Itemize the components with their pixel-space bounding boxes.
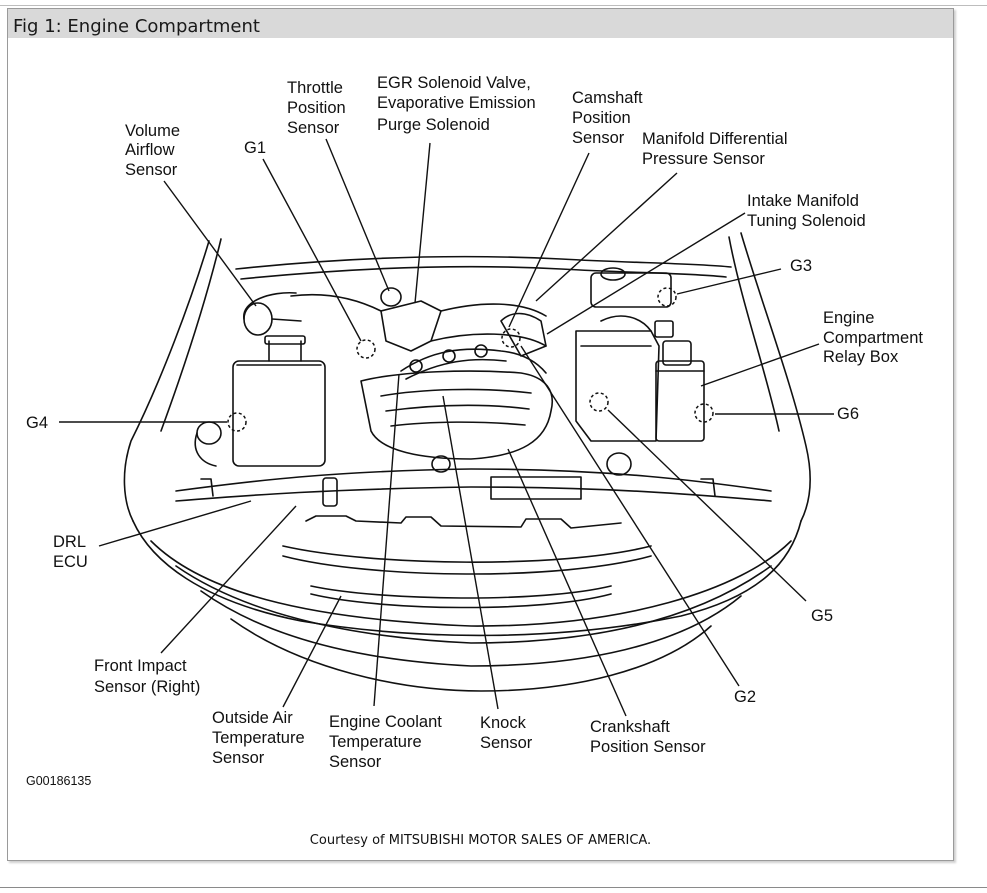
label-g1: G1 bbox=[244, 139, 266, 157]
bottom-divider bbox=[0, 887, 987, 888]
label-engine-compartment-relay-box: Engine Compartment Relay Box bbox=[823, 309, 928, 366]
label-manifold-differential-pressure-sensor: Manifold Differential Pressure Sensor bbox=[642, 130, 792, 168]
g6-location-marker bbox=[694, 403, 714, 423]
camshaft-location-marker bbox=[501, 328, 521, 348]
g3-location-marker bbox=[657, 287, 677, 307]
engine-compartment-diagram: Volume Airflow Sensor G1 Throttle Positi… bbox=[26, 74, 928, 788]
g5-location-marker bbox=[589, 392, 609, 412]
label-crankshaft-position-sensor: Crankshaft Position Sensor bbox=[590, 718, 706, 756]
figure-code: G00186135 bbox=[26, 774, 91, 788]
leader-lines bbox=[59, 138, 834, 717]
label-knock-sensor: Knock Sensor bbox=[480, 714, 533, 752]
figure-title: Fig 1: Engine Compartment bbox=[13, 16, 260, 37]
label-engine-coolant-temperature-sensor: Engine Coolant Temperature Sensor bbox=[329, 713, 446, 771]
g4-location-marker bbox=[227, 412, 247, 432]
top-divider bbox=[0, 5, 987, 6]
figure-frame: Fig 1: Engine Compartment bbox=[7, 8, 954, 861]
label-outside-air-temperature-sensor: Outside Air Temperature Sensor bbox=[212, 709, 309, 767]
label-g3: G3 bbox=[790, 257, 812, 275]
label-g5: G5 bbox=[811, 607, 833, 625]
label-g4: G4 bbox=[26, 414, 48, 432]
label-drl-ecu: DRL ECU bbox=[53, 533, 90, 571]
figure-credit: Courtesy of MITSUBISHI MOTOR SALES OF AM… bbox=[309, 833, 652, 848]
engine-drawing bbox=[123, 232, 811, 692]
label-throttle-position-sensor: Throttle Position Sensor bbox=[287, 79, 350, 137]
label-front-impact-sensor-right: Front Impact Sensor (Right) bbox=[94, 657, 200, 696]
label-g6: G6 bbox=[837, 405, 859, 423]
label-intake-manifold-tuning-solenoid: Intake Manifold Tuning Solenoid bbox=[747, 192, 866, 230]
label-camshaft-position-sensor: Camshaft Position Sensor bbox=[572, 89, 647, 147]
label-g2: G2 bbox=[734, 688, 756, 706]
g1-location-marker bbox=[356, 339, 376, 359]
label-egr-solenoid-valve: EGR Solenoid Valve, Evaporative Emission… bbox=[377, 74, 540, 134]
figure-title-bar: Fig 1: Engine Compartment bbox=[8, 9, 953, 38]
label-volume-airflow-sensor: Volume Airflow Sensor bbox=[125, 122, 185, 179]
